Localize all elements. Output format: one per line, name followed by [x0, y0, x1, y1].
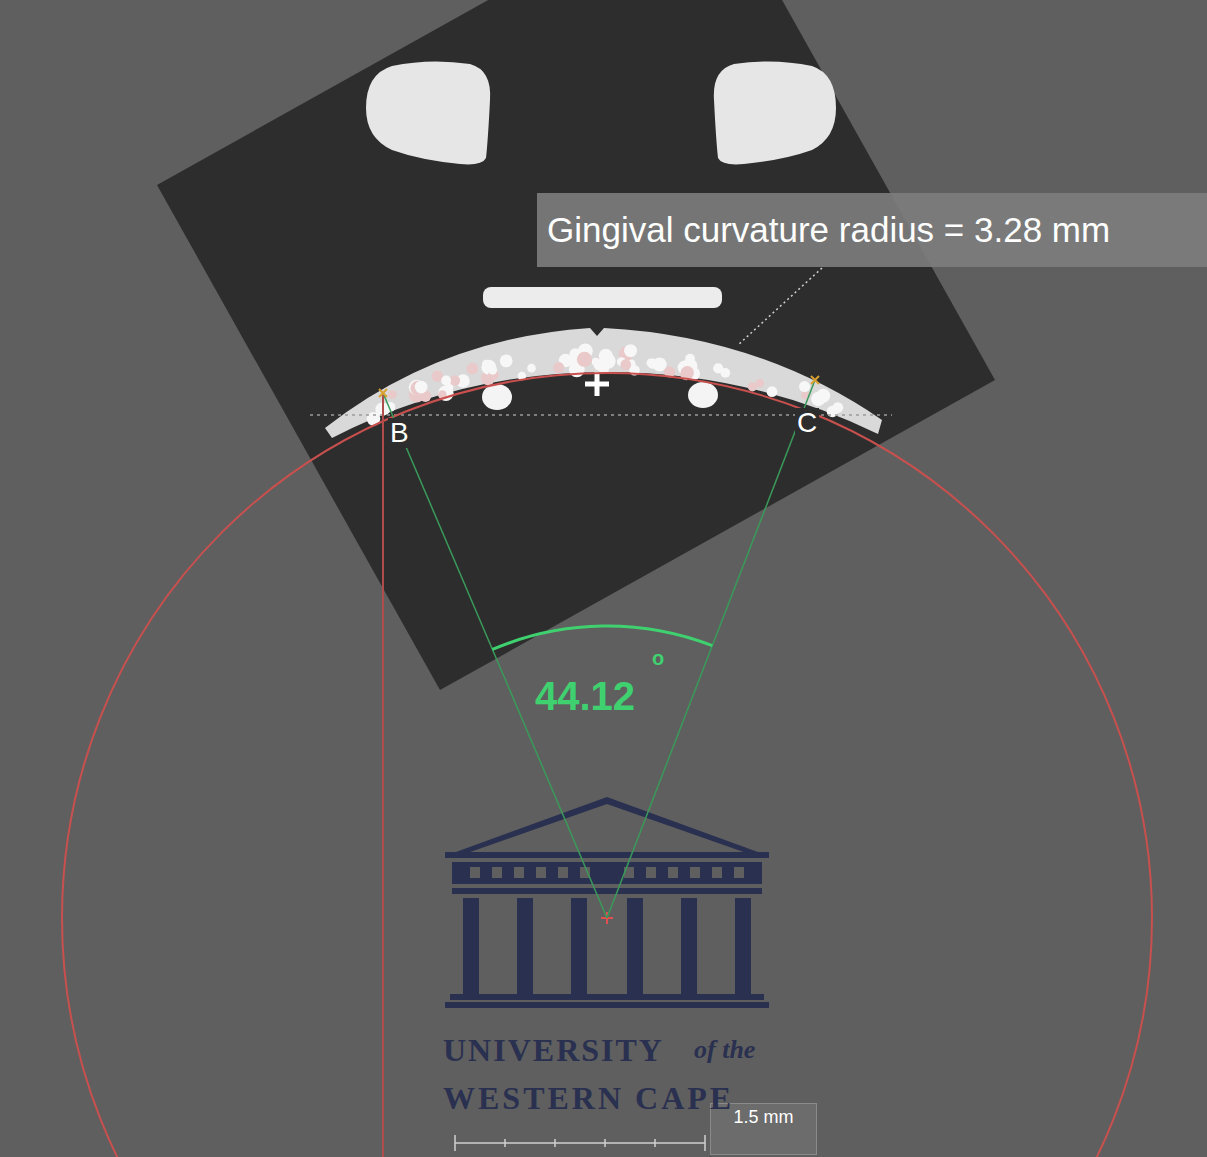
- particles: [367, 344, 844, 426]
- particle: [767, 386, 778, 397]
- particle: [647, 359, 656, 368]
- particle: [388, 390, 397, 399]
- particle: [488, 366, 497, 375]
- measurement-label: Gingival curvature radius = 3.28 mm: [537, 193, 1207, 267]
- angle-ray: [607, 380, 815, 918]
- void-marker: [482, 384, 512, 410]
- particle: [620, 359, 631, 370]
- particle: [799, 381, 810, 392]
- tooth-section: [366, 61, 490, 164]
- scale-bar: [455, 1135, 705, 1151]
- point-marker: [379, 389, 387, 397]
- circle-center: [601, 912, 613, 924]
- label-text: Gingival curvature radius = 3.28 mm: [547, 211, 1110, 250]
- reference-bar: [483, 287, 722, 308]
- particle: [833, 402, 844, 413]
- particle: [450, 375, 461, 386]
- reference-line: [382, 393, 384, 1157]
- angle-value: 44.12: [535, 676, 635, 716]
- particle: [553, 362, 564, 373]
- tooth-section: [714, 61, 836, 164]
- point-label: B: [388, 418, 411, 448]
- particle: [577, 352, 592, 367]
- particle: [500, 354, 513, 367]
- particle: [466, 363, 478, 375]
- particle: [720, 368, 730, 378]
- particle: [624, 344, 637, 357]
- particle: [482, 360, 490, 368]
- center-cross: [585, 372, 609, 396]
- particle: [594, 359, 605, 370]
- particle: [415, 381, 428, 394]
- angle-ray: [383, 393, 607, 918]
- logo-text: UNIVERSITY: [443, 1034, 664, 1066]
- particle: [441, 375, 451, 385]
- logo: [445, 797, 769, 1008]
- fit-circle: [62, 373, 1152, 1157]
- particle: [811, 392, 825, 406]
- particle: [481, 360, 496, 375]
- logo-text: WESTERN CAPE: [443, 1082, 734, 1114]
- void-marker: [688, 382, 718, 408]
- logo-windows: [470, 867, 744, 878]
- point-label: C: [795, 408, 819, 438]
- particle: [527, 364, 536, 373]
- point-marker: [811, 376, 819, 384]
- angle-arc: [492, 626, 712, 649]
- logo-text: of the: [694, 1037, 755, 1063]
- scan-field: [157, 0, 995, 690]
- label-text: 1.5 mm: [733, 1108, 793, 1128]
- particle: [756, 379, 765, 388]
- particle: [379, 403, 391, 415]
- degree-mark: o: [652, 648, 664, 668]
- leader-line: [738, 268, 822, 345]
